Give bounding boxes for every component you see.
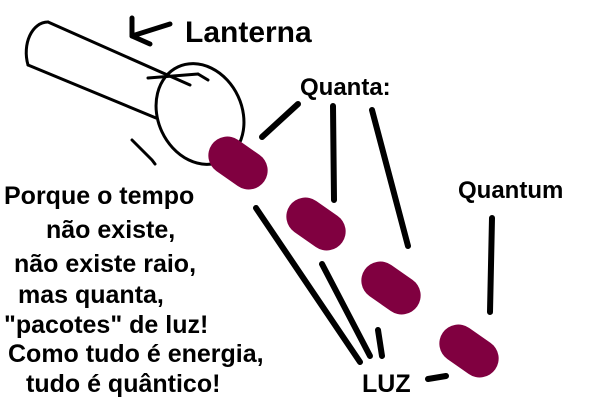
label-luz: LUZ (362, 370, 411, 398)
luz-pointer-line (425, 373, 449, 382)
flashlight-body (26, 20, 192, 120)
quanta-pointer-line (259, 101, 301, 140)
pointer-lines (253, 101, 495, 382)
luz-pointer-line (375, 327, 385, 359)
caption-line: tudo é quântico! (26, 370, 220, 398)
caption: Porque o tempo não existe, não existe ra… (4, 182, 264, 398)
quanta-pointer-line (330, 103, 337, 203)
light-packet (286, 197, 346, 251)
light-packet (208, 136, 268, 190)
flashlight-tail (24, 20, 50, 67)
light-packet (439, 324, 499, 378)
caption-line: Como tudo é energia, (8, 340, 264, 368)
caption-line: mas quanta, (18, 281, 164, 309)
light-packets (208, 136, 499, 378)
label-quantum: Quantum (458, 177, 563, 204)
caption-line: não existe, (46, 216, 175, 244)
caption-line: não existe raio, (14, 250, 196, 278)
quanta-pointer-line (369, 107, 411, 249)
label-quanta: Quanta: (300, 74, 391, 101)
light-packet (361, 261, 421, 315)
arrow-icon (129, 15, 173, 47)
luz-pointer-line (319, 261, 373, 359)
flashlight-icon (24, 20, 246, 166)
label-lanterna: Lanterna (185, 16, 312, 49)
luz-pointer-line (253, 205, 363, 365)
flashlight-collar (130, 72, 210, 166)
caption-line: Porque o tempo (4, 182, 194, 210)
quantum-pointer-line (487, 215, 495, 315)
caption-line: "pacotes" de luz! (4, 311, 208, 339)
